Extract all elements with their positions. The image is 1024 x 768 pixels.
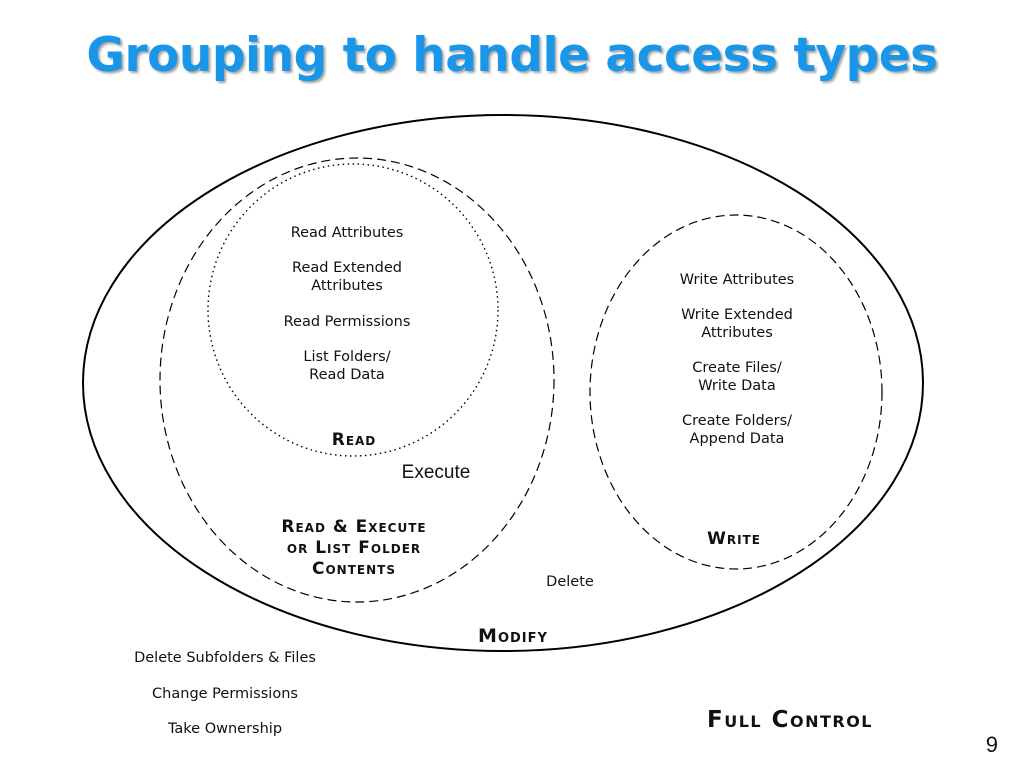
modify-group-label: Modify	[478, 625, 548, 647]
write-extended-attributes-label: Write Extended Attributes	[681, 307, 793, 341]
full-control-group-label: Full Control	[706, 707, 874, 733]
delete-subfolders-files-label: Delete Subfolders & Files	[134, 650, 316, 666]
read-extended-attributes-label: Read Extended Attributes	[292, 260, 402, 294]
read-attributes-label: Read Attributes	[290, 225, 404, 241]
write-group-label: Write	[707, 529, 761, 549]
read-group-label: Read	[331, 430, 377, 450]
list-folders-read-data-label: List Folders/ Read Data	[303, 349, 391, 383]
read-execute-dashed-ellipse	[159, 157, 555, 603]
read-execute-group-label: Read & Execute or List Folder Contents	[281, 517, 427, 579]
read-permissions-label: Read Permissions	[283, 314, 411, 330]
execute-label: Execute	[401, 462, 471, 483]
page-number: 9	[985, 732, 998, 757]
create-files-write-data-label: Create Files/ Write Data	[692, 360, 782, 394]
change-permissions-label: Change Permissions	[152, 686, 298, 702]
take-ownership-label: Take Ownership	[167, 721, 283, 737]
write-attributes-label: Write Attributes	[679, 272, 795, 288]
modify-ellipse	[82, 114, 924, 652]
create-folders-append-data-label: Create Folders/ Append Data	[681, 413, 793, 447]
read-dotted-circle	[207, 163, 499, 457]
write-dashed-ellipse	[589, 214, 883, 570]
slide-title: Grouping to handle access types	[86, 28, 938, 83]
delete-label: Delete	[546, 574, 594, 590]
